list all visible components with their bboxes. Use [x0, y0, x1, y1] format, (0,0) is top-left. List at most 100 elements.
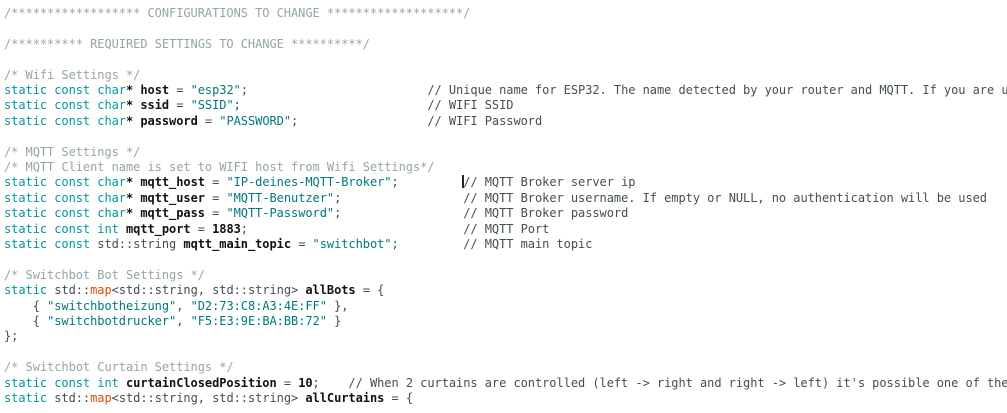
code-text: },	[326, 298, 349, 313]
code-number: 1883	[212, 221, 241, 236]
code-text: =	[204, 175, 227, 190]
code-string: "SSID"	[190, 98, 234, 113]
code-number: 10	[298, 375, 313, 390]
code-line-comment: // WIFI Password	[427, 113, 543, 128]
code-text: = {	[355, 283, 385, 298]
code-keyword: static const char	[4, 175, 126, 190]
code-identifier: password	[140, 113, 198, 128]
code-text: =	[276, 375, 299, 390]
code-text: =	[169, 83, 191, 97]
code-line-comment: // MQTT Broker password	[463, 206, 629, 221]
code-text: ;	[334, 190, 464, 205]
code-line: };	[4, 329, 1007, 344]
code-text: =	[169, 98, 191, 113]
code-keyword: static	[4, 391, 48, 406]
code-identifier: ssid	[140, 98, 170, 113]
code-function: map	[90, 283, 112, 298]
code-text	[119, 222, 126, 236]
code-string: "MQTT-Benutzer"	[226, 190, 335, 205]
code-block-comment: /* MQTT Settings */	[4, 144, 141, 159]
code-line: /********** REQUIRED SETTINGS TO CHANGE …	[4, 37, 1007, 52]
code-line-comment: // Unique name for ESP32. The name detec…	[427, 83, 1007, 97]
code-string: "MQTT-Password"	[226, 206, 335, 221]
code-text: {	[4, 298, 48, 313]
code-line	[4, 129, 1007, 144]
code-keyword: static const int	[4, 221, 119, 236]
code-line-comment: // When 2 curtains are controlled (left …	[348, 375, 1007, 390]
code-keyword: static const	[4, 237, 91, 252]
code-text: ;	[391, 237, 464, 252]
code-line	[4, 345, 1007, 360]
code-block-comment: /* Switchbot Curtain Settings */	[4, 360, 234, 375]
code-function: map	[90, 391, 112, 406]
code-text: =	[197, 113, 220, 128]
code-text: ;	[240, 221, 464, 236]
code-identifier: mqtt_host	[140, 175, 205, 190]
code-string: "IP-deines-MQTT-Broker"	[226, 175, 392, 190]
code-text: {	[4, 314, 48, 329]
code-keyword: static const char	[4, 206, 126, 221]
code-text: ;	[312, 375, 349, 390]
code-text: =	[291, 237, 313, 252]
code-text: ;	[233, 98, 428, 113]
code-identifier: *	[125, 83, 134, 97]
code-identifier: curtainClosedPosition	[125, 375, 277, 390]
code-keyword: static const char	[4, 190, 126, 205]
code-identifier: *	[125, 175, 134, 190]
code-line: /* Wifi Settings */	[4, 68, 1007, 83]
code-text: <std::string, std::string>	[111, 391, 306, 406]
code-line: static const int curtainClosedPosition =…	[4, 376, 1007, 391]
code-line: /****************** CONFIGURATIONS TO CH…	[4, 6, 1007, 21]
code-keyword: static const char	[4, 113, 126, 128]
code-text: = {	[384, 391, 413, 406]
code-text: std::	[47, 283, 91, 298]
code-line: /* Switchbot Curtain Settings */	[4, 360, 1007, 375]
code-line: static const std::string mqtt_main_topic…	[4, 237, 1007, 252]
code-identifier: mqtt_pass	[140, 206, 205, 221]
code-block-comment: /* Switchbot Bot Settings */	[4, 267, 205, 282]
code-line: static std::map<std::string, std::string…	[4, 283, 1007, 298]
code-keyword: static	[4, 283, 48, 298]
code-string: "esp32"	[190, 83, 241, 97]
code-identifier: mqtt_port	[125, 221, 191, 236]
code-text: ;	[291, 113, 428, 128]
code-text: ;	[240, 83, 428, 97]
code-line: static std::map<std::string, std::string…	[4, 391, 1007, 406]
code-string: "switchbotdrucker"	[47, 314, 177, 329]
code-identifier: *	[125, 206, 134, 221]
code-line	[4, 21, 1007, 36]
code-line: static const char* password = "PASSWORD"…	[4, 114, 1007, 129]
code-text: =	[190, 221, 213, 236]
text-cursor[interactable]	[462, 175, 465, 189]
code-line: static const char* host = "esp32"; // Un…	[4, 83, 1007, 98]
code-line-comment: // WIFI SSID	[427, 98, 514, 113]
code-line-comment: // MQTT Broker server ip	[463, 175, 636, 190]
code-line: static const int mqtt_port = 1883; // MQ…	[4, 222, 1007, 237]
code-block-comment: /* MQTT Client name is set to WIFI host …	[4, 160, 435, 175]
code-text: ;	[391, 175, 464, 190]
code-line: /* MQTT Settings */	[4, 145, 1007, 160]
code-text: std::	[47, 391, 91, 406]
code-block-comment: /****************** CONFIGURATIONS TO CH…	[4, 6, 471, 20]
code-line: static const char* ssid = "SSID"; // WIF…	[4, 98, 1007, 113]
code-line	[4, 252, 1007, 267]
code-identifier: mqtt_main_topic	[183, 237, 292, 252]
code-block-comment: /* Wifi Settings */	[4, 67, 141, 82]
code-identifier: mqtt_user	[140, 190, 205, 205]
code-line: static const char* mqtt_user = "MQTT-Ben…	[4, 191, 1007, 206]
code-line-comment: // MQTT main topic	[463, 237, 593, 252]
code-keyword: static const char	[4, 98, 126, 113]
code-text	[119, 376, 126, 390]
code-text: =	[204, 190, 227, 205]
code-line	[4, 52, 1007, 67]
code-text: <std::string, std::string>	[111, 283, 306, 298]
code-string: "switchbot"	[312, 237, 392, 252]
code-line: static const char* mqtt_host = "IP-deine…	[4, 175, 1007, 190]
code-identifier: host	[140, 83, 170, 97]
code-identifier: *	[125, 113, 134, 128]
code-identifier: allCurtains	[305, 391, 385, 406]
code-text: }	[326, 314, 342, 329]
code-line: static const char* mqtt_pass = "MQTT-Pas…	[4, 206, 1007, 221]
